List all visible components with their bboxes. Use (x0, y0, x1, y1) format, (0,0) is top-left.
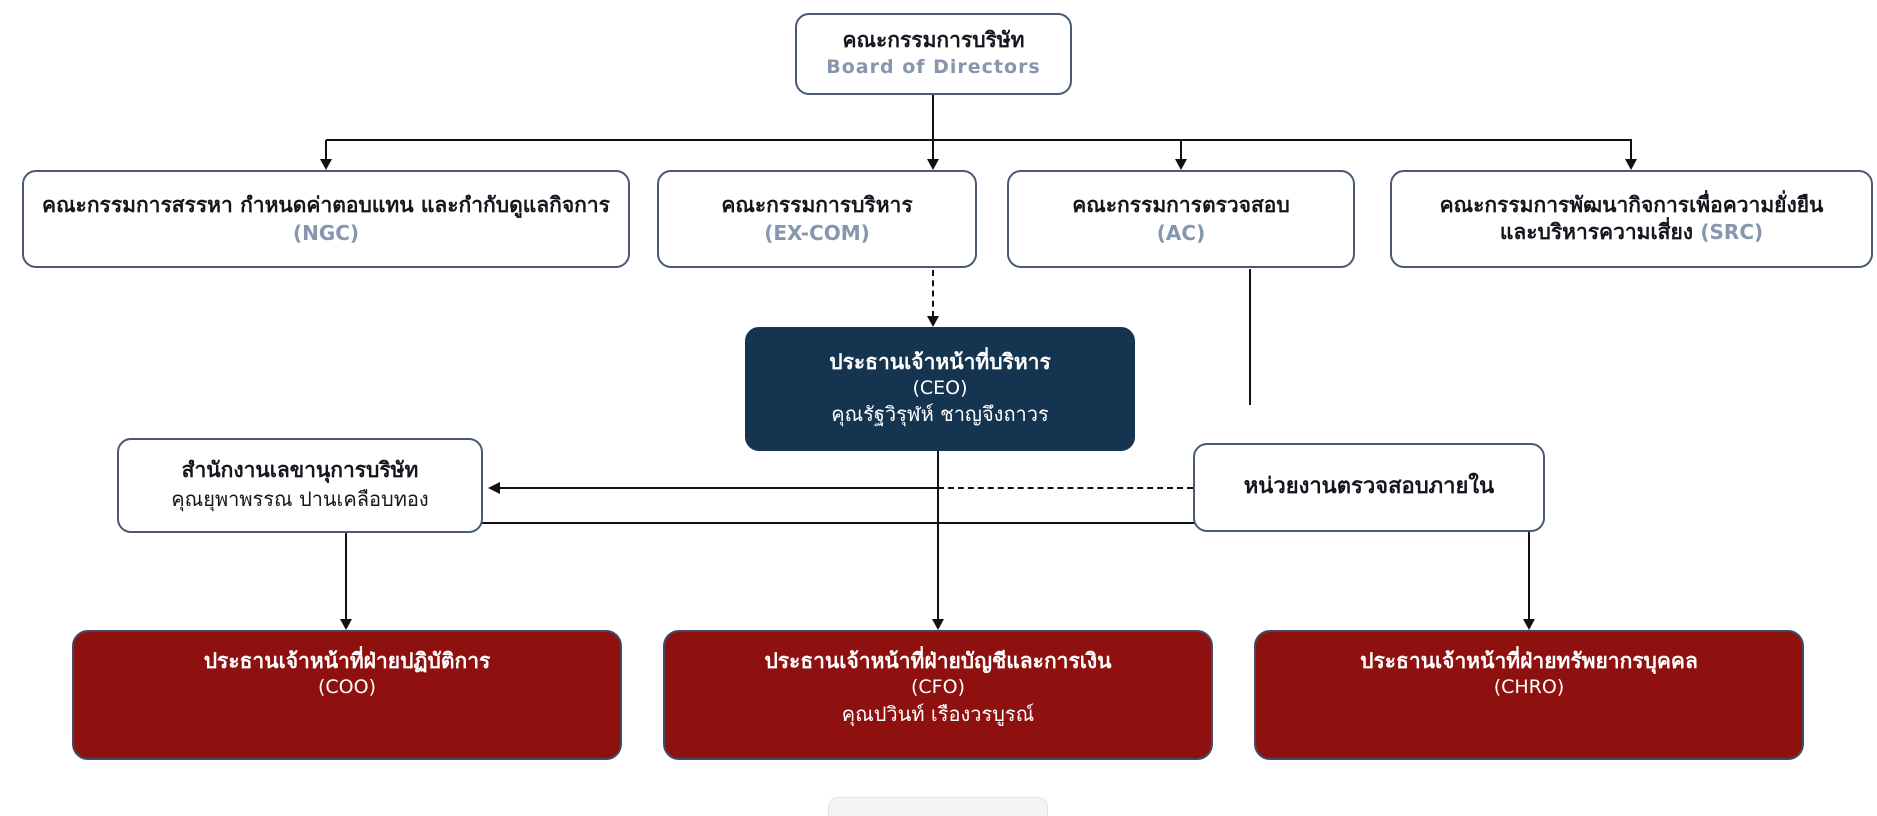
ceo-person: คุณรัฐวิรุฬห์ ชาญจึงถาวร (831, 402, 1049, 427)
secretary-title: สำนักงานเลขานุการบริษัท (181, 458, 419, 483)
arrow-left-secretary-icon (488, 482, 500, 494)
node-audit-committee: คณะกรรมการตรวจสอบ (AC) (1007, 170, 1355, 268)
cfo-person: คุณปวินท์ เรืองวรบูรณ์ (841, 701, 1035, 726)
chro-code: (CHRO) (1493, 676, 1565, 699)
connector-drop-chro (1528, 523, 1530, 620)
coo-title: ประธานเจ้าหน้าที่ฝ่ายปฏิบัติการ (203, 649, 491, 673)
chro-title: ประธานเจ้าหน้าที่ฝ่ายทรัพยากรบุคคล (1360, 649, 1698, 673)
connector-drop-ngc (325, 140, 327, 160)
board-title: คณะกรรมการบริษัท (842, 27, 1025, 52)
internal-audit-title: หน่วยงานตรวจสอบภายใน (1243, 474, 1495, 500)
connector-ac-to-internal-audit (1249, 269, 1251, 405)
connector-internal-audit-dashed (938, 487, 1193, 489)
arrow-down-cfo-icon (932, 619, 944, 630)
node-excom-committee: คณะกรรมการบริหาร (EX-COM) (657, 170, 977, 268)
excom-title: คณะกรรมการบริหาร (721, 193, 913, 218)
arrow-down-coo-icon (340, 619, 352, 630)
src-code: (SRC) (1700, 220, 1764, 244)
ceo-title: ประธานเจ้าหน้าที่บริหาร (829, 349, 1051, 374)
connector-excom-to-ceo-dashed (932, 270, 934, 317)
connector-drop-src (1630, 140, 1632, 160)
arrow-down-src-icon (1625, 159, 1637, 170)
cfo-code: (CFO) (911, 676, 965, 699)
arrow-down-chro-icon (1523, 619, 1535, 630)
node-src-committee: คณะกรรมการพัฒนากิจการเพื่อความยั่งยืน แล… (1390, 170, 1873, 268)
connector-board-stem (932, 95, 934, 140)
connector-drop-coo (345, 523, 347, 620)
node-ngc-committee: คณะกรรมการสรรหา กำหนดค่าตอบแทน และกำกับด… (22, 170, 630, 268)
node-coo: ประธานเจ้าหน้าที่ฝ่ายปฏิบัติการ (COO) (72, 630, 622, 760)
node-chro: ประธานเจ้าหน้าที่ฝ่ายทรัพยากรบุคคล (CHRO… (1254, 630, 1804, 760)
node-cfo: ประธานเจ้าหน้าที่ฝ่ายบัญชีและการเงิน (CF… (663, 630, 1213, 760)
connector-to-secretary (500, 487, 938, 489)
node-ceo: ประธานเจ้าหน้าที่บริหาร (CEO) คุณรัฐวิรุ… (745, 327, 1135, 451)
board-subtitle: Board of Directors (826, 55, 1041, 78)
src-title-line2: และบริหารความเสี่ยง (SRC) (1499, 220, 1764, 244)
ac-code: (AC) (1156, 220, 1206, 245)
connector-drop-ac (1180, 140, 1182, 160)
connector-drop-cfo (937, 523, 939, 620)
excom-code: (EX-COM) (764, 220, 870, 245)
arrow-down-ngc-icon (320, 159, 332, 170)
coo-code: (COO) (317, 676, 376, 699)
ngc-title: คณะกรรมการสรรหา กำหนดค่าตอบแทน และกำกับด… (42, 193, 610, 218)
arrow-down-excom-icon (927, 159, 939, 170)
node-company-secretary: สำนักงานเลขานุการบริษัท คุณยุพาพรรณ ปานเ… (117, 438, 483, 533)
node-internal-audit: หน่วยงานตรวจสอบภายใน (1193, 443, 1545, 532)
cfo-title: ประธานเจ้าหน้าที่ฝ่ายบัญชีและการเงิน (764, 649, 1112, 673)
partial-box-cutoff (828, 797, 1048, 816)
arrow-down-ac-icon (1175, 159, 1187, 170)
ac-title: คณะกรรมการตรวจสอบ (1072, 193, 1290, 218)
src-title-line1: คณะกรรมการพัฒนากิจการเพื่อความยั่งยืน (1439, 192, 1824, 217)
ngc-code: (NGC) (292, 220, 360, 245)
secretary-person: คุณยุพาพรรณ ปานเคลือบทอง (171, 486, 429, 511)
connector-drop-excom (932, 140, 934, 160)
arrow-down-ceo-icon (927, 316, 939, 327)
connector-committee-bus (326, 139, 1632, 141)
ceo-code: (CEO) (912, 376, 968, 399)
node-board-of-directors: คณะกรรมการบริษัท Board of Directors (795, 13, 1072, 95)
